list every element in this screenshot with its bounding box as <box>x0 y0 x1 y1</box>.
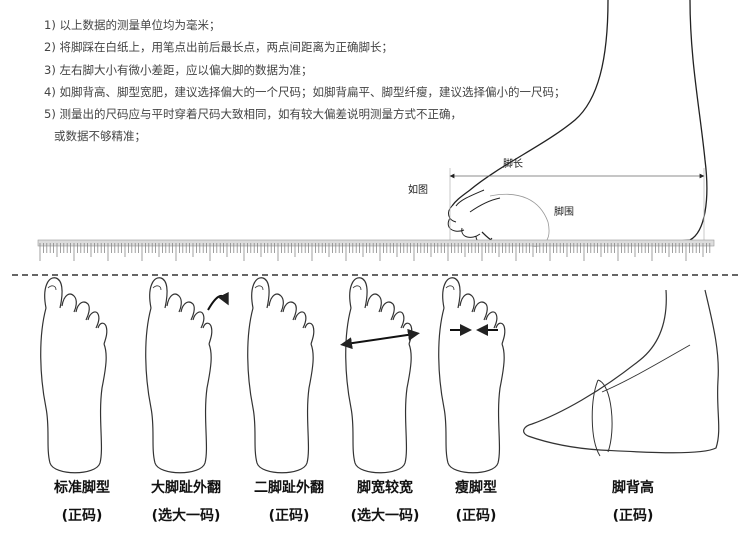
note-5-cont: 或数据不够精准； <box>54 129 146 144</box>
girth-label: 脚围 <box>554 207 574 218</box>
wide-arrow <box>340 328 420 350</box>
fit-second-toe: (正码) <box>268 508 310 524</box>
note-4: 4) 如脚背高、脚型宽肥，建议选择偏大的一个尺码；如脚背扁平、脚型纤瘦，建议选择… <box>44 84 566 99</box>
fit-wide: (选大一码) <box>350 508 420 524</box>
fit-standard: (正码) <box>61 508 103 524</box>
ruler <box>37 239 715 247</box>
fit-slim: (正码) <box>455 508 497 524</box>
foot-high-instep <box>523 289 720 457</box>
foot-standard <box>40 277 108 474</box>
foot-wide <box>345 277 413 474</box>
foot-second-toe <box>247 277 315 474</box>
side-foot-illustration <box>447 0 708 247</box>
fit-bunion: (选大一码) <box>151 508 221 524</box>
foot-slim <box>438 277 506 474</box>
note-3: 3) 左右脚大小有微小差距，应以偏大脚的数据为准； <box>44 62 313 77</box>
type-slim: 瘦脚型 <box>455 480 497 496</box>
type-high-instep: 脚背高 <box>612 480 654 496</box>
length-label: 脚长 <box>503 159 523 170</box>
fit-high-instep: (正码) <box>612 508 654 524</box>
measurement-notes: 1) 以上数据的测量单位均为毫米； 2) 将脚踩在白纸上，用笔点出前后最长点，两… <box>44 14 565 148</box>
note-5: 5) 测量出的尺码应与平时穿着尺码大致相同，如有较大偏差说明测量方式不正确， <box>44 107 462 122</box>
type-second-toe: 二脚趾外翻 <box>254 480 324 496</box>
type-standard: 标准脚型 <box>54 480 110 496</box>
bunion-arrow <box>207 291 229 311</box>
foot-bunion <box>145 277 213 474</box>
type-bunion: 大脚趾外翻 <box>151 480 221 496</box>
type-wide: 脚宽较宽 <box>357 480 413 496</box>
note-2: 2) 将脚踩在白纸上，用笔点出前后最长点，两点间距离为正确脚长； <box>44 40 393 55</box>
note-1: 1) 以上数据的测量单位均为毫米； <box>44 18 221 32</box>
example-label: 如图 <box>408 185 428 196</box>
ruler-ticks <box>39 243 711 261</box>
